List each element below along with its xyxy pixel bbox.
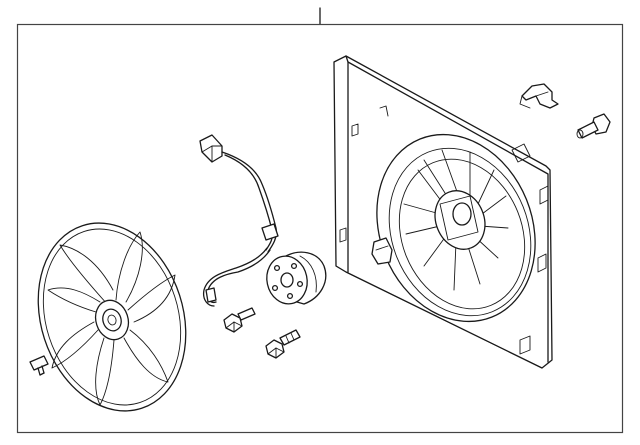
bolt-icon	[223, 307, 256, 333]
motor-icon	[266, 251, 327, 305]
nut-icon	[29, 355, 49, 376]
bolt-icon	[265, 329, 301, 359]
callout-label: 1	[326, 14, 327, 16]
assembly-frame	[16, 23, 624, 434]
fan-blade-icon	[37, 222, 187, 412]
clip-icon	[519, 83, 559, 109]
bolt-icon	[576, 113, 611, 139]
wiring-harness-icon	[199, 134, 279, 307]
shroud-icon	[333, 55, 553, 369]
